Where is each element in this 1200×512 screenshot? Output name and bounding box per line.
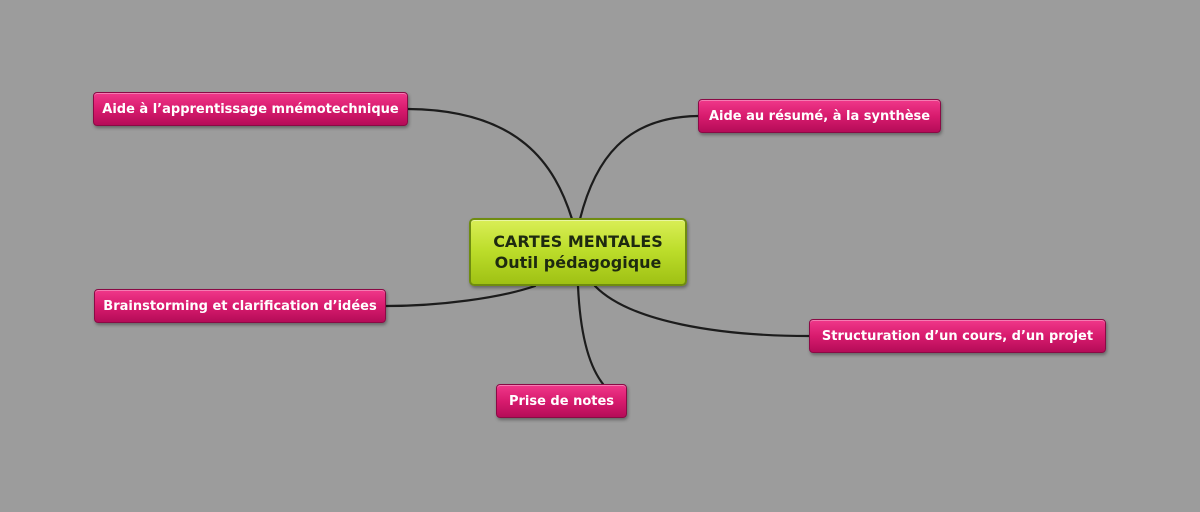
connector-notes: [576, 284, 605, 386]
connector-memorization: [406, 107, 574, 221]
branch-label-structuring: Structuration d’un cours, d’un projet: [821, 328, 1094, 344]
connector-summary: [578, 114, 700, 221]
connector-brainstorming: [384, 284, 537, 308]
branch-node-summary[interactable]: Aide au résumé, à la synthèse: [698, 99, 941, 133]
branch-label-summary: Aide au résumé, à la synthèse: [708, 108, 931, 124]
branch-node-structuring[interactable]: Structuration d’un cours, d’un projet: [809, 319, 1106, 353]
branch-label-notes: Prise de notes: [508, 393, 615, 409]
branch-label-brainstorming: Brainstorming et clarification d’idées: [103, 298, 377, 314]
central-node[interactable]: CARTES MENTALES Outil pédagogique: [469, 218, 687, 286]
branch-label-memorization: Aide à l’apprentissage mnémotechnique: [102, 101, 399, 117]
central-subtitle: Outil pédagogique: [494, 253, 662, 272]
branch-node-brainstorming[interactable]: Brainstorming et clarification d’idées: [94, 289, 386, 323]
branch-node-memorization[interactable]: Aide à l’apprentissage mnémotechnique: [93, 92, 408, 126]
central-title: CARTES MENTALES: [493, 232, 663, 251]
branch-node-notes[interactable]: Prise de notes: [496, 384, 627, 418]
connector-structuring: [593, 284, 811, 338]
